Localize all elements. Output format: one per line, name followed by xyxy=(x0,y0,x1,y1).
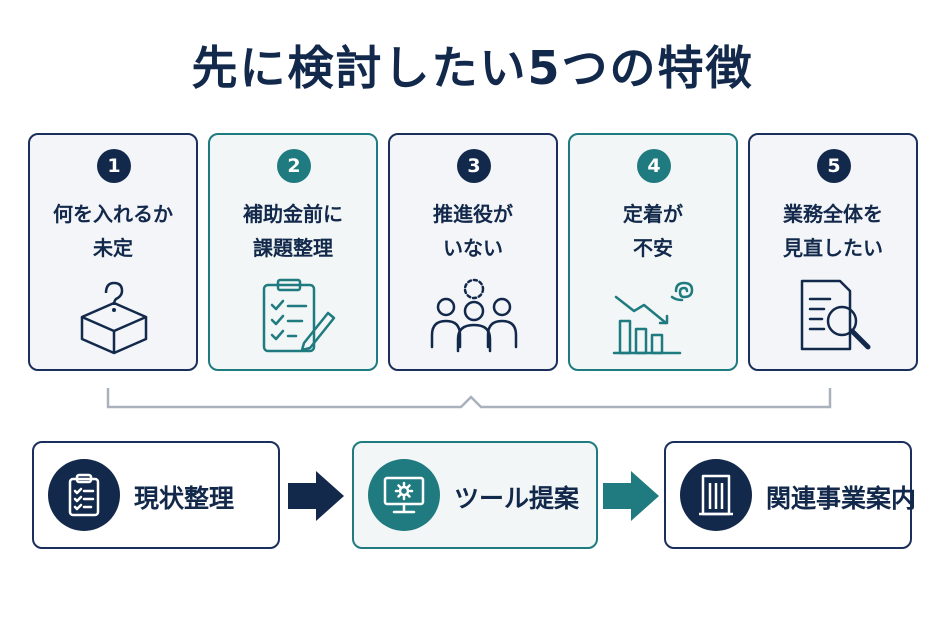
card-number-badge: 3 xyxy=(457,149,491,183)
question-box-icon xyxy=(80,281,148,355)
feature-card-3: 3 推進役が いない xyxy=(388,133,558,371)
flow-arrow-icon xyxy=(603,471,659,521)
card-text: 何を入れるか 未定 xyxy=(30,197,196,265)
feature-card-4: 4 定着が 不安 xyxy=(568,133,738,371)
card-text-line2: いない xyxy=(443,236,503,260)
step-label: 関連事業案内 xyxy=(766,484,917,513)
step-icon-circle xyxy=(368,459,440,531)
card-number-badge: 4 xyxy=(637,149,671,183)
feature-card-1: 1 何を入れるか 未定 xyxy=(28,133,198,371)
monitor-gear-icon xyxy=(383,476,425,514)
building-icon xyxy=(699,474,733,516)
card-text-line1: 業務全体を xyxy=(783,202,883,226)
card-text-line1: 何を入れるか xyxy=(53,202,173,226)
card-number-badge: 2 xyxy=(277,149,311,183)
document-magnifier-icon xyxy=(800,279,871,351)
card-text-line2: 見直したい xyxy=(783,236,883,260)
people-missing-leader-icon xyxy=(430,278,518,353)
step-label: 現状整理 xyxy=(134,484,235,513)
page-title: 先に検討したい5つの特徴 xyxy=(191,41,754,95)
card-text-line1: 定着が xyxy=(623,202,683,226)
card-text: 定着が 不安 xyxy=(570,197,736,265)
card-number-badge: 1 xyxy=(97,149,131,183)
card-text-line2: 課題整理 xyxy=(253,236,333,260)
declining-chart-confused-icon xyxy=(612,281,694,355)
feature-card-5: 5 業務全体を 見直したい xyxy=(748,133,918,371)
flow-arrow-icon xyxy=(288,471,344,521)
step-current-status: 現状整理 xyxy=(32,441,280,549)
clipboard-checklist-pencil-icon xyxy=(262,278,336,353)
feature-card-2: 2 補助金前に 課題整理 xyxy=(208,133,378,371)
card-text-line1: 補助金前に xyxy=(243,202,343,226)
step-related-services: 関連事業案内 xyxy=(664,441,916,549)
clipboard-icon xyxy=(68,473,100,517)
card-text: 補助金前に 課題整理 xyxy=(210,197,376,265)
card-text-line2: 不安 xyxy=(633,236,673,260)
card-text-line2: 未定 xyxy=(93,236,133,260)
step-icon-circle xyxy=(48,459,120,531)
step-icon-circle xyxy=(680,459,752,531)
card-text-line1: 推進役が xyxy=(433,202,513,226)
step-tool-proposal: ツール提案 xyxy=(352,441,598,549)
card-text: 業務全体を 見直したい xyxy=(750,197,916,265)
card-number-badge: 5 xyxy=(817,149,851,183)
step-label: ツール提案 xyxy=(454,484,580,513)
card-text: 推進役が いない xyxy=(390,197,556,265)
